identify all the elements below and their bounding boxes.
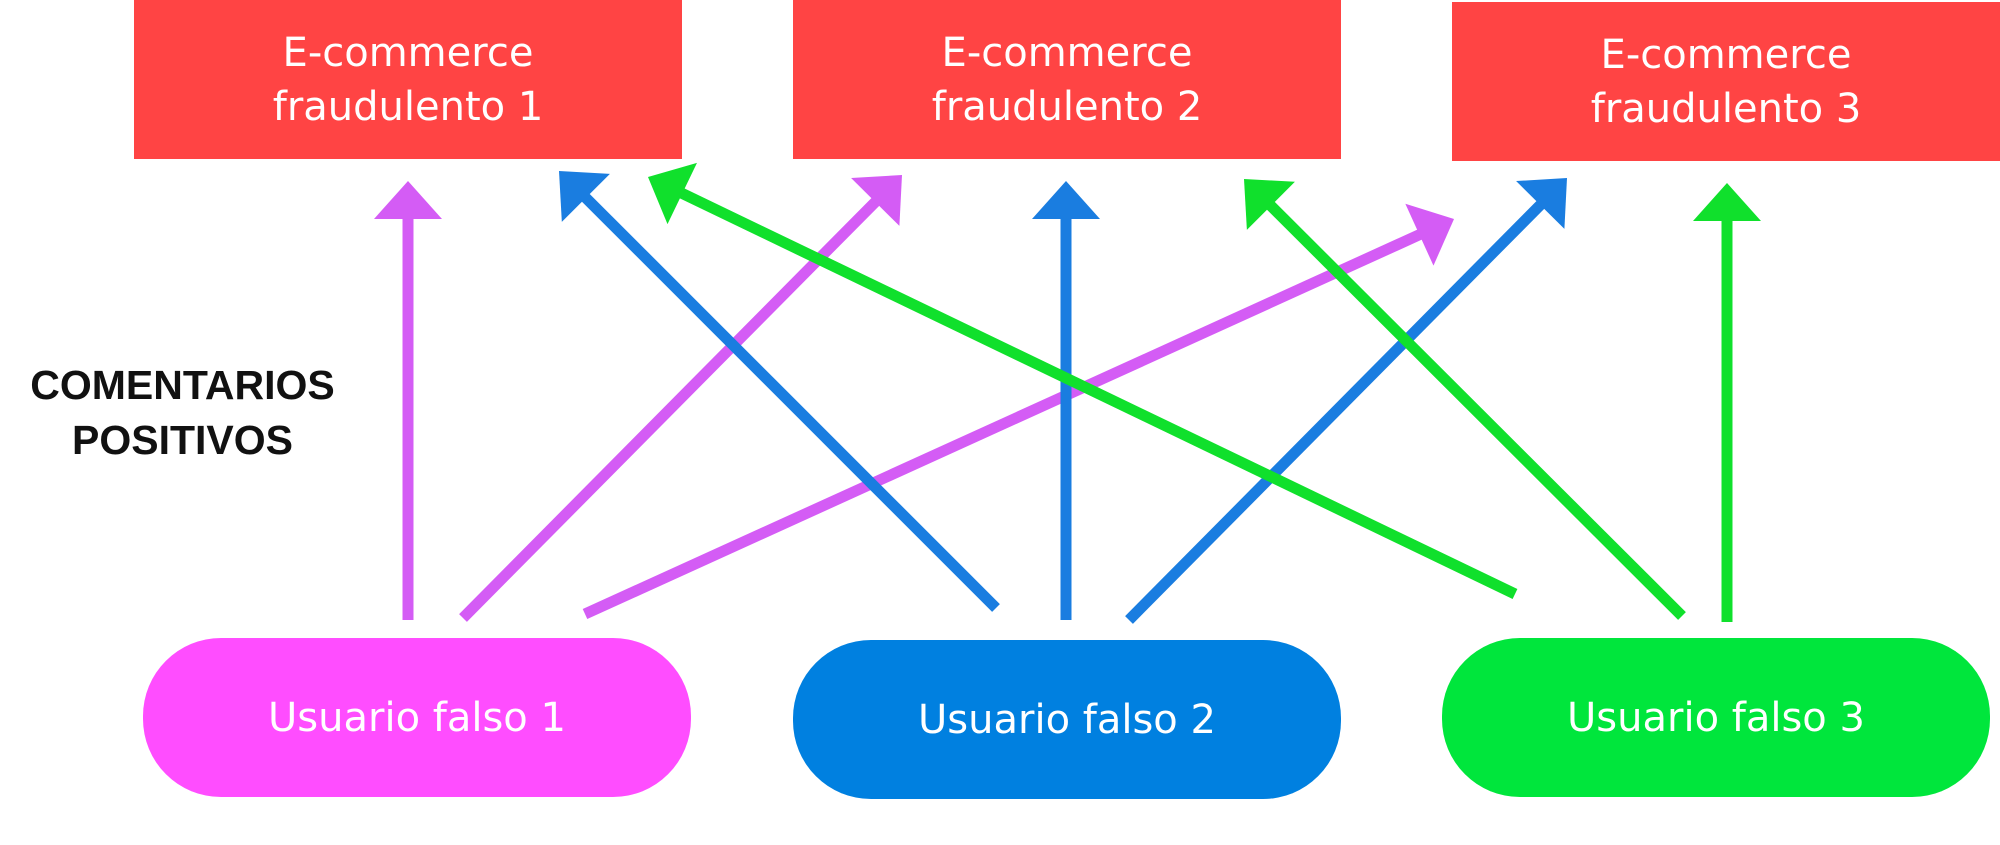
fake-user-1: Usuario falso 1 xyxy=(143,638,691,797)
arrow-link xyxy=(1125,178,1567,624)
fake-user-3: Usuario falso 3 xyxy=(1442,638,1990,797)
arrow-head xyxy=(1693,183,1761,221)
arrow-link xyxy=(582,203,1454,620)
arrow-link xyxy=(648,162,1518,599)
fake-user-2: Usuario falso 2 xyxy=(793,640,1341,799)
positive-comments-label: COMENTARIOS POSITIVOS xyxy=(30,362,335,463)
arrow-link xyxy=(374,181,442,620)
arrow-link xyxy=(1693,183,1761,622)
arrow-head xyxy=(1032,181,1100,219)
arrow-shaft xyxy=(1265,200,1686,620)
fraudulent-shop-2: E-commerce fraudulento 2 xyxy=(793,0,1341,159)
arrow-link xyxy=(559,171,1000,612)
arrow-shaft xyxy=(580,192,1000,612)
fraudulent-shop-1: E-commerce fraudulento 1 xyxy=(134,0,682,159)
arrow-head xyxy=(648,162,697,225)
arrow-shaft xyxy=(678,187,1518,599)
arrow-link xyxy=(1244,179,1686,620)
arrow-head xyxy=(1516,178,1567,229)
arrow-head xyxy=(851,175,902,226)
arrow-head xyxy=(1405,203,1454,266)
arrow-link xyxy=(1032,181,1100,620)
arrow-shaft xyxy=(459,196,881,622)
fraudulent-shop-3: E-commerce fraudulento 3 xyxy=(1452,2,2000,161)
arrow-head xyxy=(1244,179,1295,230)
arrow-link xyxy=(459,175,902,622)
arrow-shaft xyxy=(1125,199,1546,624)
arrow-head xyxy=(559,171,610,222)
arrow-head xyxy=(374,181,442,219)
arrow-shaft xyxy=(582,228,1424,620)
